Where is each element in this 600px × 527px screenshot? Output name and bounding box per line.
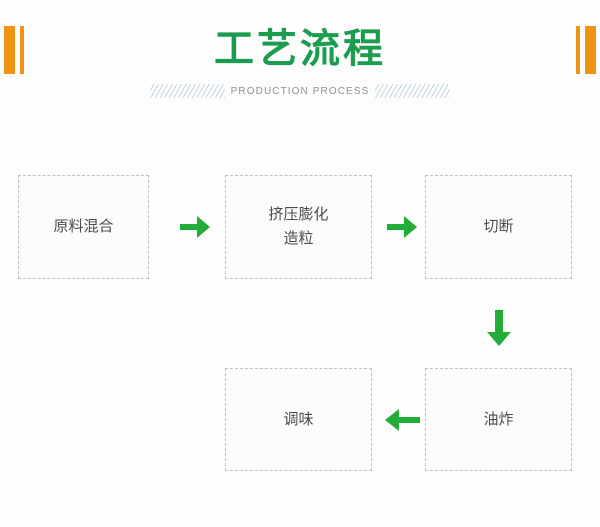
arrow-left-icon bbox=[382, 405, 422, 435]
flow-node-label: 原料混合 bbox=[53, 218, 114, 235]
accent-bar-thin-icon bbox=[576, 26, 580, 74]
hatch-pattern-right-icon bbox=[375, 84, 451, 98]
arrow-right-icon bbox=[178, 212, 212, 242]
flow-node-cut[interactable]: 切断 bbox=[425, 175, 572, 279]
flow-node-fry[interactable]: 油炸 bbox=[425, 368, 572, 471]
flow-node-mix[interactable]: 原料混合 bbox=[18, 175, 149, 279]
decorative-bars-right bbox=[576, 26, 596, 74]
arrow-right-icon bbox=[385, 212, 419, 242]
accent-bar-thick-icon bbox=[585, 26, 596, 74]
page-header: 工艺流程 PRODUCTION PROCESS bbox=[0, 0, 600, 130]
accent-bar-thick-icon bbox=[4, 26, 15, 74]
accent-bar-thin-icon bbox=[20, 26, 24, 74]
hatch-pattern-left-icon bbox=[150, 84, 225, 98]
subtitle-row: PRODUCTION PROCESS bbox=[150, 82, 451, 100]
flow-node-label-line2: 造粒 bbox=[283, 230, 314, 247]
flow-node-extrude[interactable]: 挤压膨化 造粒 bbox=[225, 175, 372, 279]
process-flowchart: 原料混合 挤压膨化 造粒 切断 调味 油炸 bbox=[0, 130, 600, 527]
arrow-down-icon bbox=[484, 308, 514, 348]
flow-node-season[interactable]: 调味 bbox=[225, 368, 372, 471]
decorative-bars-left bbox=[4, 26, 24, 74]
flow-node-label: 油炸 bbox=[483, 410, 514, 428]
flow-node-label: 调味 bbox=[283, 410, 314, 428]
page-subtitle: PRODUCTION PROCESS bbox=[230, 85, 370, 97]
flow-node-label-line1: 挤压膨化 bbox=[268, 206, 329, 223]
flow-node-label: 切断 bbox=[483, 218, 514, 235]
page-title: 工艺流程 bbox=[214, 27, 386, 71]
